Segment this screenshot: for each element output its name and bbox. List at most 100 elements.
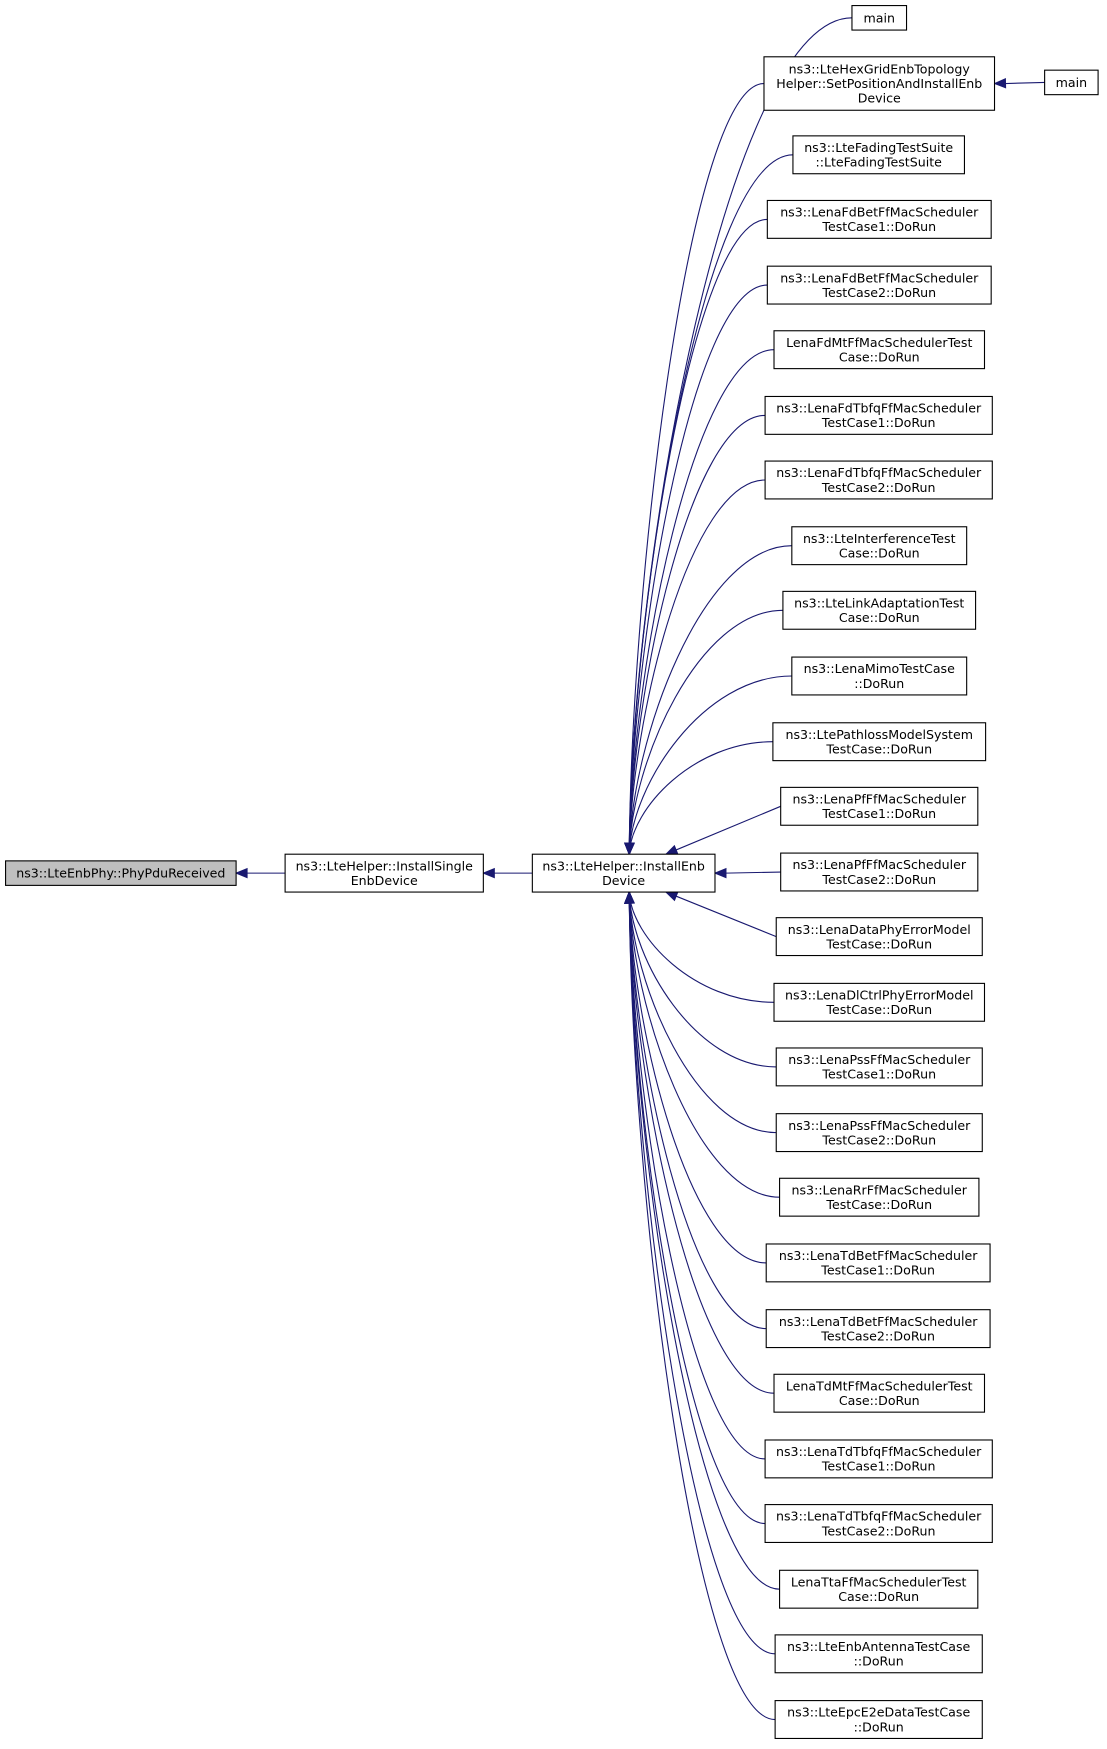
node-label-line: ns3::LenaFdBetFfMacScheduler xyxy=(780,205,979,220)
node-c16[interactable]: ns3::LenaPssFfMacSchedulerTestCase1::DoR… xyxy=(775,1047,983,1087)
node-box xyxy=(775,1113,983,1153)
node-label-line: TestCase::DoRun xyxy=(825,1002,932,1017)
node-label-line: Case::DoRun xyxy=(839,546,920,561)
node-box xyxy=(779,1569,979,1609)
node-label-line: ns3::LenaDlCtrlPhyErrorModel xyxy=(785,988,973,1003)
node-label-line: ns3::LenaTdTbfqFfMacScheduler xyxy=(776,1444,982,1459)
node-box xyxy=(791,656,968,696)
edge-arrowhead xyxy=(713,867,727,879)
node-c19[interactable]: ns3::LenaTdBetFfMacSchedulerTestCase1::D… xyxy=(765,1243,991,1283)
node-box xyxy=(764,460,993,500)
node-box xyxy=(765,1309,991,1349)
node-label-line: ns3::LteFadingTestSuite xyxy=(804,140,953,155)
node-c2[interactable]: ns3::LteFadingTestSuite::LteFadingTestSu… xyxy=(792,135,965,175)
node-label-line: TestCase2::DoRun xyxy=(821,285,936,300)
node-label-line: Case::DoRun xyxy=(838,1589,919,1604)
node-box xyxy=(782,590,977,630)
node-c17[interactable]: ns3::LenaPssFfMacSchedulerTestCase2::DoR… xyxy=(775,1113,983,1153)
node-label-line: ns3::LteLinkAdaptationTest xyxy=(794,595,964,610)
node-label-line: ::DoRun xyxy=(854,1654,904,1669)
edge xyxy=(1005,81,1045,85)
node-c6[interactable]: ns3::LenaFdTbfqFfMacSchedulerTestCase1::… xyxy=(764,395,993,435)
node-label-line: ns3::LteEnbPhy::PhyPduReceived xyxy=(16,866,225,881)
edge xyxy=(628,414,766,855)
edge xyxy=(665,805,781,855)
edge xyxy=(628,892,776,1655)
node-box xyxy=(773,1373,986,1413)
node-c10[interactable]: ns3::LenaMimoTestCase::DoRun xyxy=(791,656,968,696)
edge xyxy=(665,891,777,938)
node-c20[interactable]: ns3::LenaTdBetFfMacSchedulerTestCase2::D… xyxy=(765,1309,991,1349)
node-c15[interactable]: ns3::LenaDlCtrlPhyErrorModelTestCase::Do… xyxy=(773,982,986,1022)
node-label-line: ns3::LenaPfFfMacScheduler xyxy=(792,792,966,807)
edge xyxy=(628,892,777,1068)
node-label-line: TestCase2::DoRun xyxy=(821,1523,936,1538)
node-label-line: ns3::LteHelper::InstallSingle xyxy=(296,858,474,873)
node-root[interactable]: ns3::LteEnbPhy::PhyPduReceived xyxy=(5,860,237,886)
edge xyxy=(628,284,768,855)
node-c0[interactable]: main xyxy=(851,5,908,31)
edge xyxy=(628,741,773,855)
edge xyxy=(628,892,766,1460)
edge xyxy=(628,218,768,855)
edge xyxy=(725,871,781,874)
node-label-line: Device xyxy=(602,873,645,888)
node-label-line: TestCase2::DoRun xyxy=(821,872,936,887)
node-label-line: ns3::LenaTdBetFfMacScheduler xyxy=(779,1248,978,1263)
node-c12[interactable]: ns3::LenaPfFfMacSchedulerTestCase1::DoRu… xyxy=(780,786,979,826)
edge xyxy=(628,479,766,855)
node-box xyxy=(764,395,993,435)
edges-layer xyxy=(234,17,1045,1721)
node-c22[interactable]: ns3::LenaTdTbfqFfMacSchedulerTestCase1::… xyxy=(764,1439,993,1479)
node-box xyxy=(774,1634,983,1674)
node-label-line: TestCase2::DoRun xyxy=(821,1132,936,1147)
node-label-line: TestCase1::DoRun xyxy=(821,1459,936,1474)
edge-arrowhead xyxy=(482,867,495,879)
node-c7[interactable]: ns3::LenaFdTbfqFfMacSchedulerTestCase2::… xyxy=(764,460,993,500)
node-box xyxy=(1044,69,1099,96)
node-c14[interactable]: ns3::LenaDataPhyErrorModelTestCase::DoRu… xyxy=(775,917,983,957)
node-label-line: ::LteFadingTestSuite xyxy=(815,155,942,170)
node-label-line: LenaTtaFfMacSchedulerTest xyxy=(791,1574,967,1589)
edge xyxy=(628,892,767,1264)
node-label-line: ns3::LenaDataPhyErrorModel xyxy=(788,922,971,937)
node-box xyxy=(764,1439,993,1479)
node-c23[interactable]: ns3::LenaTdTbfqFfMacSchedulerTestCase2::… xyxy=(764,1504,993,1543)
node-c1[interactable]: ns3::LteHexGridEnbTopologyHelper::SetPos… xyxy=(763,56,996,111)
edge xyxy=(628,609,783,855)
node-c26[interactable]: ns3::LteEpcE2eDataTestCase::DoRun xyxy=(774,1700,983,1740)
edge xyxy=(628,892,780,1590)
node-label-line: ::DoRun xyxy=(854,1719,904,1734)
edge-arrowhead xyxy=(624,842,635,856)
node-box xyxy=(791,526,968,566)
node-c3[interactable]: ns3::LenaFdBetFfMacSchedulerTestCase1::D… xyxy=(766,199,992,239)
node-box xyxy=(792,135,965,175)
node-box xyxy=(766,265,992,305)
node-label-line: LenaTdMtFfMacSchedulerTest xyxy=(786,1378,973,1393)
node-label-line: main xyxy=(1056,75,1087,90)
node-c25[interactable]: ns3::LteEnbAntennaTestCase::DoRun xyxy=(774,1634,983,1674)
edge xyxy=(628,892,780,1198)
edge-arrowhead xyxy=(234,867,248,879)
node-label-line: EnbDevice xyxy=(351,873,418,888)
edge xyxy=(628,892,775,1394)
node-c4[interactable]: ns3::LenaFdBetFfMacSchedulerTestCase2::D… xyxy=(766,265,992,305)
node-label-line: ns3::LteEpcE2eDataTestCase xyxy=(787,1705,970,1720)
node-box xyxy=(779,1177,980,1217)
node-label-line: ns3::LteInterferenceTest xyxy=(803,531,956,546)
node-label-line: Case::DoRun xyxy=(839,1393,920,1408)
node-c1main[interactable]: main xyxy=(1044,69,1099,96)
node-c13[interactable]: ns3::LenaPfFfMacSchedulerTestCase2::DoRu… xyxy=(780,852,979,892)
edge-arrowhead xyxy=(993,78,1007,89)
node-c11[interactable]: ns3::LtePathlossModelSystemTestCase::DoR… xyxy=(772,722,987,762)
node-box xyxy=(765,1243,991,1283)
